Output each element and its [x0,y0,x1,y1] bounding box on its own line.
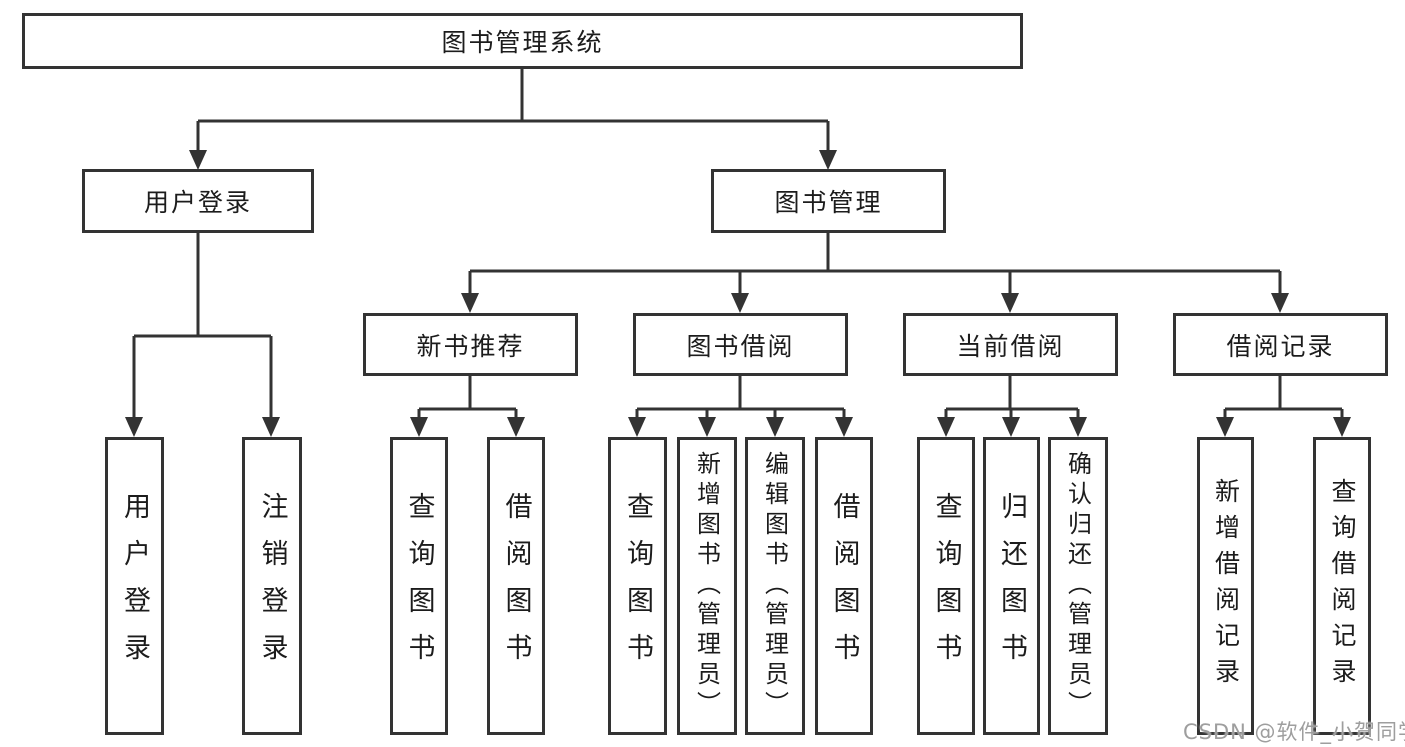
leaf-label: 新增借阅记录 [1211,478,1241,694]
leaf-add-borrow-record: 新增借阅记录 [1197,437,1254,735]
connector-recommend-to-leaves [417,376,518,421]
arrow-down-icon [1333,417,1351,437]
leaf-add-books-admin: 新增图书（管理员） [677,437,737,735]
arrow-down-icon [1001,293,1019,313]
node-label: 新书推荐 [416,331,525,361]
node-book-management: 图书管理 [711,169,946,233]
leaf-label: 注销登录 [256,492,288,680]
node-label: 图书管理 [774,188,883,217]
arrow-down-icon [698,417,716,437]
connector-mgmt-to-level3 [468,233,1282,297]
arrow-down-icon [125,417,143,437]
node-user-login: 用户登录 [82,169,314,233]
leaf-label: 查询图书 [403,492,435,680]
node-label: 当前借阅 [956,331,1065,361]
leaf-query-borrow-record: 查询借阅记录 [1313,437,1371,735]
leaf-label: 查询图书 [622,492,653,680]
arrow-down-icon [819,150,837,170]
node-label: 图书管理系统 [441,28,604,57]
node-label: 图书借阅 [686,331,795,361]
connector-borrow-to-leaves [635,376,846,421]
connector-root-to-level2 [196,69,830,154]
leaf-label: 查询借阅记录 [1328,478,1357,694]
leaf-query-books: 查询图书 [390,437,448,735]
arrow-down-icon [731,293,749,313]
leaf-label: 编辑图书（管理员） [760,451,789,721]
leaf-query-books: 查询图书 [917,437,975,735]
leaf-edit-books-admin: 编辑图书（管理员） [745,437,805,735]
leaf-return-books: 归还图书 [983,437,1040,735]
arrow-down-icon [835,417,853,437]
leaf-query-books: 查询图书 [608,437,667,735]
leaf-logout: 注销登录 [242,437,302,735]
arrow-down-icon [461,293,479,313]
leaf-confirm-return-admin: 确认归还（管理员） [1048,437,1108,735]
arrow-down-icon [1002,417,1020,437]
arrow-down-icon [507,417,525,437]
node-label: 借阅记录 [1226,331,1335,361]
connector-current-to-leaves [944,376,1080,421]
leaf-borrow-books: 借阅图书 [815,437,873,735]
arrow-down-icon [628,417,646,437]
arrow-down-icon [937,417,955,437]
arrow-down-icon [1271,293,1289,313]
node-current-borrowing: 当前借阅 [903,313,1118,376]
connector-login-to-leaves [132,233,273,421]
leaf-user-login: 用户登录 [105,437,164,735]
leaf-label: 借阅图书 [828,492,860,680]
leaf-label: 归还图书 [996,492,1027,680]
node-library-management-system: 图书管理系统 [22,13,1023,69]
node-borrowing-records: 借阅记录 [1173,313,1388,376]
arrow-down-icon [410,417,428,437]
arrow-down-icon [1216,417,1234,437]
arrow-down-icon [766,417,784,437]
leaf-label: 确认归还（管理员） [1063,451,1092,721]
arrow-down-icon [262,417,280,437]
leaf-label: 借阅图书 [500,492,532,680]
arrowheads [125,150,1351,437]
leaf-label: 用户登录 [119,492,150,680]
arrow-down-icon [189,150,207,170]
leaf-label: 查询图书 [930,492,962,680]
csdn-watermark: CSDN @软件_小贺同学 [1183,720,1405,744]
node-label: 用户登录 [143,188,252,217]
connector-records-to-leaves [1223,376,1344,421]
leaf-label: 新增图书（管理员） [692,451,721,721]
node-book-borrowing: 图书借阅 [633,313,848,376]
arrow-down-icon [1069,417,1087,437]
node-new-book-recommend: 新书推荐 [363,313,578,376]
leaf-borrow-books: 借阅图书 [487,437,545,735]
